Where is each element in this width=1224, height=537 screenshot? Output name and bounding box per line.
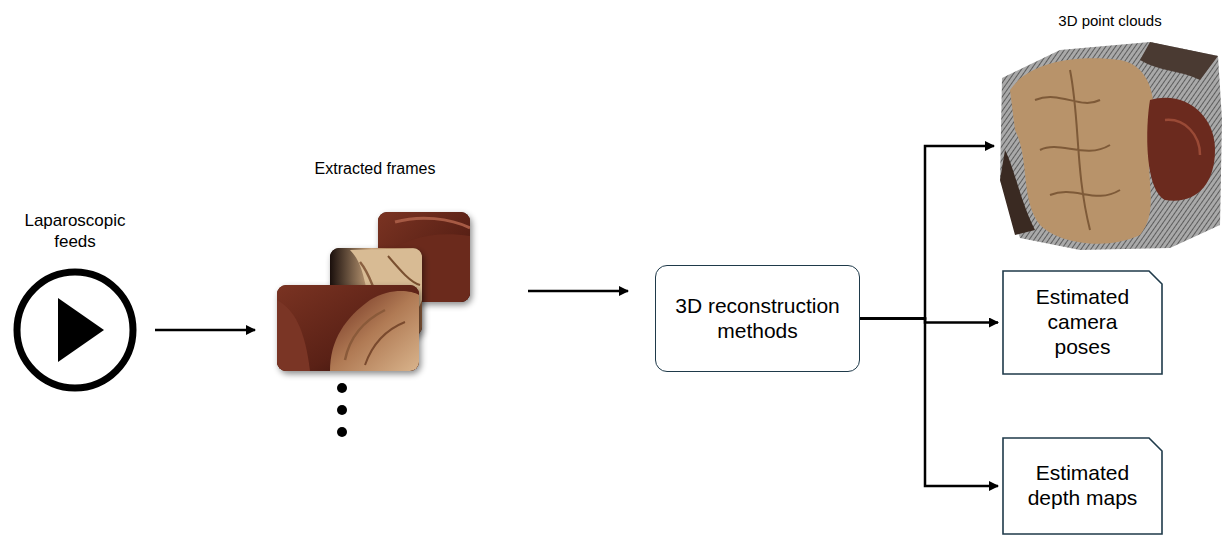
arrow-connector: [528, 290, 628, 293]
node-text: 3D reconstruction methods: [670, 294, 845, 344]
point-cloud-node: 3D point clouds: [998, 40, 1222, 252]
video-source: Laparoscopic feeds: [13, 268, 137, 392]
node-label: 3D point clouds: [1010, 12, 1210, 30]
document-outline: [1003, 438, 1162, 534]
play-icon: [17, 272, 133, 388]
output-document: Estimated depth maps: [1002, 437, 1163, 535]
node-label: Laparoscopic feeds: [9, 211, 141, 252]
arrow-connector: [155, 329, 255, 332]
node-text: Estimated camera poses: [1018, 285, 1147, 359]
process-box: 3D reconstruction methods: [655, 265, 860, 372]
node-label: Extracted frames: [275, 159, 475, 178]
arrow-connector: [860, 146, 994, 319]
node-text: Estimated depth maps: [1018, 461, 1147, 511]
frame-stack: [277, 212, 470, 437]
output-document: Estimated camera poses: [1002, 270, 1163, 375]
arrow-connector: [860, 319, 998, 487]
point-cloud: [1000, 42, 1222, 250]
frame-stack-node: Extracted frames: [275, 208, 475, 374]
document-outline: [1003, 271, 1162, 374]
